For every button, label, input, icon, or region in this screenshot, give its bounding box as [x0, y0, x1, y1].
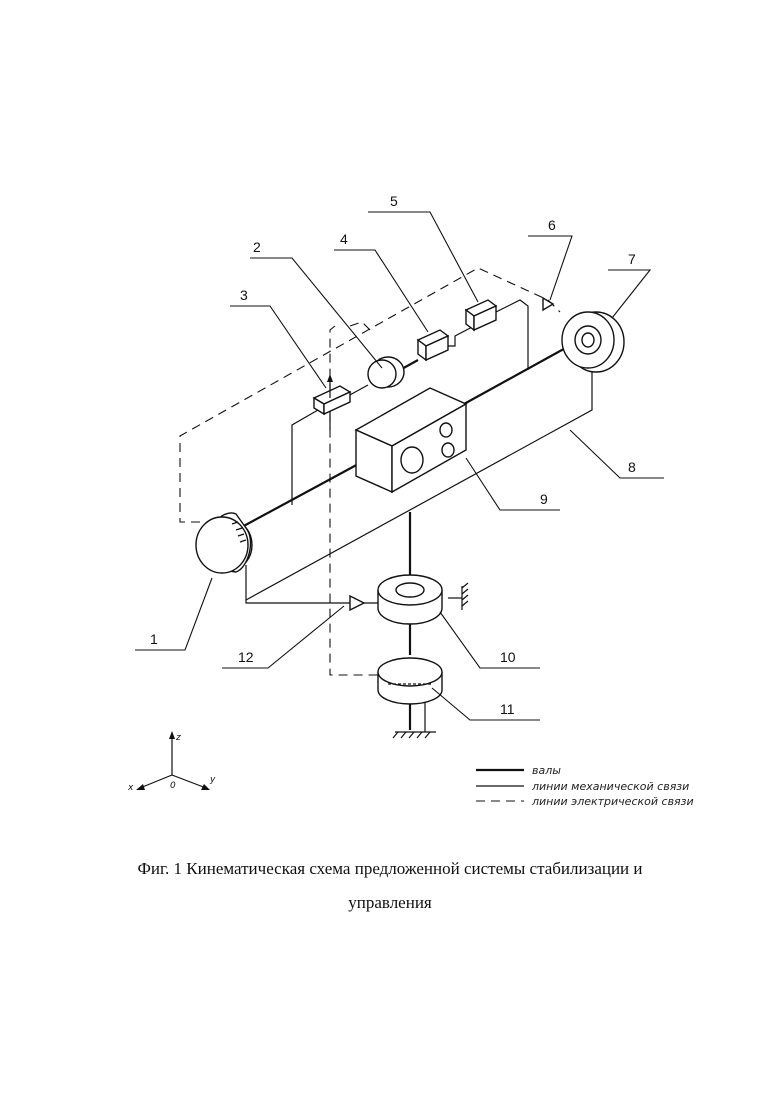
- unit-5: [466, 300, 496, 330]
- label-8: 8: [628, 459, 636, 475]
- axis-x: x: [127, 783, 134, 793]
- label-11: 11: [500, 701, 515, 717]
- label-5: 5: [390, 193, 398, 209]
- legend-shafts: валы: [532, 764, 561, 777]
- label-10: 10: [500, 649, 516, 665]
- label-6: 6: [548, 217, 556, 233]
- main-shaft-right: [464, 340, 580, 404]
- label-1: 1: [150, 631, 158, 647]
- axis-z: z: [175, 733, 181, 743]
- caption-line-1: Фиг. 1 Кинематическая схема предложенной…: [0, 852, 780, 886]
- axis-origin: 0: [170, 781, 176, 791]
- axis-y: y: [209, 775, 216, 785]
- label-9: 9: [540, 491, 548, 507]
- legend-mechanical: линии механической связи: [531, 780, 689, 793]
- label-3: 3: [240, 287, 248, 303]
- coordinate-axes: z x y 0: [127, 731, 216, 793]
- disk-1: [196, 513, 252, 573]
- label-12: 12: [238, 649, 254, 665]
- figure-caption: Фиг. 1 Кинематическая схема предложенной…: [0, 852, 780, 920]
- label-4: 4: [340, 231, 348, 247]
- mechanical-link-5-frame: [496, 300, 528, 370]
- mechanical-link-lower: [246, 565, 378, 603]
- electrical-link-motor: [350, 322, 372, 332]
- arrow-6: [543, 298, 553, 310]
- control-unit-9: [356, 388, 466, 492]
- arrow-12: [350, 596, 364, 610]
- label-7: 7: [628, 251, 636, 267]
- mechanical-link-upper: [292, 410, 318, 505]
- sensor-3: [314, 374, 350, 414]
- label-2: 2: [253, 239, 261, 255]
- ring-10: [378, 575, 468, 624]
- legend-electrical: линии электрической связи: [531, 795, 694, 808]
- legend: валы линии механической связи линии элек…: [476, 764, 694, 808]
- unit-4: [418, 330, 448, 360]
- caption-line-2: управления: [0, 886, 780, 920]
- main-shaft: [240, 462, 362, 528]
- mechanical-link-3-2: [348, 385, 368, 396]
- disk-7: [562, 312, 624, 372]
- motor-2: [368, 357, 404, 388]
